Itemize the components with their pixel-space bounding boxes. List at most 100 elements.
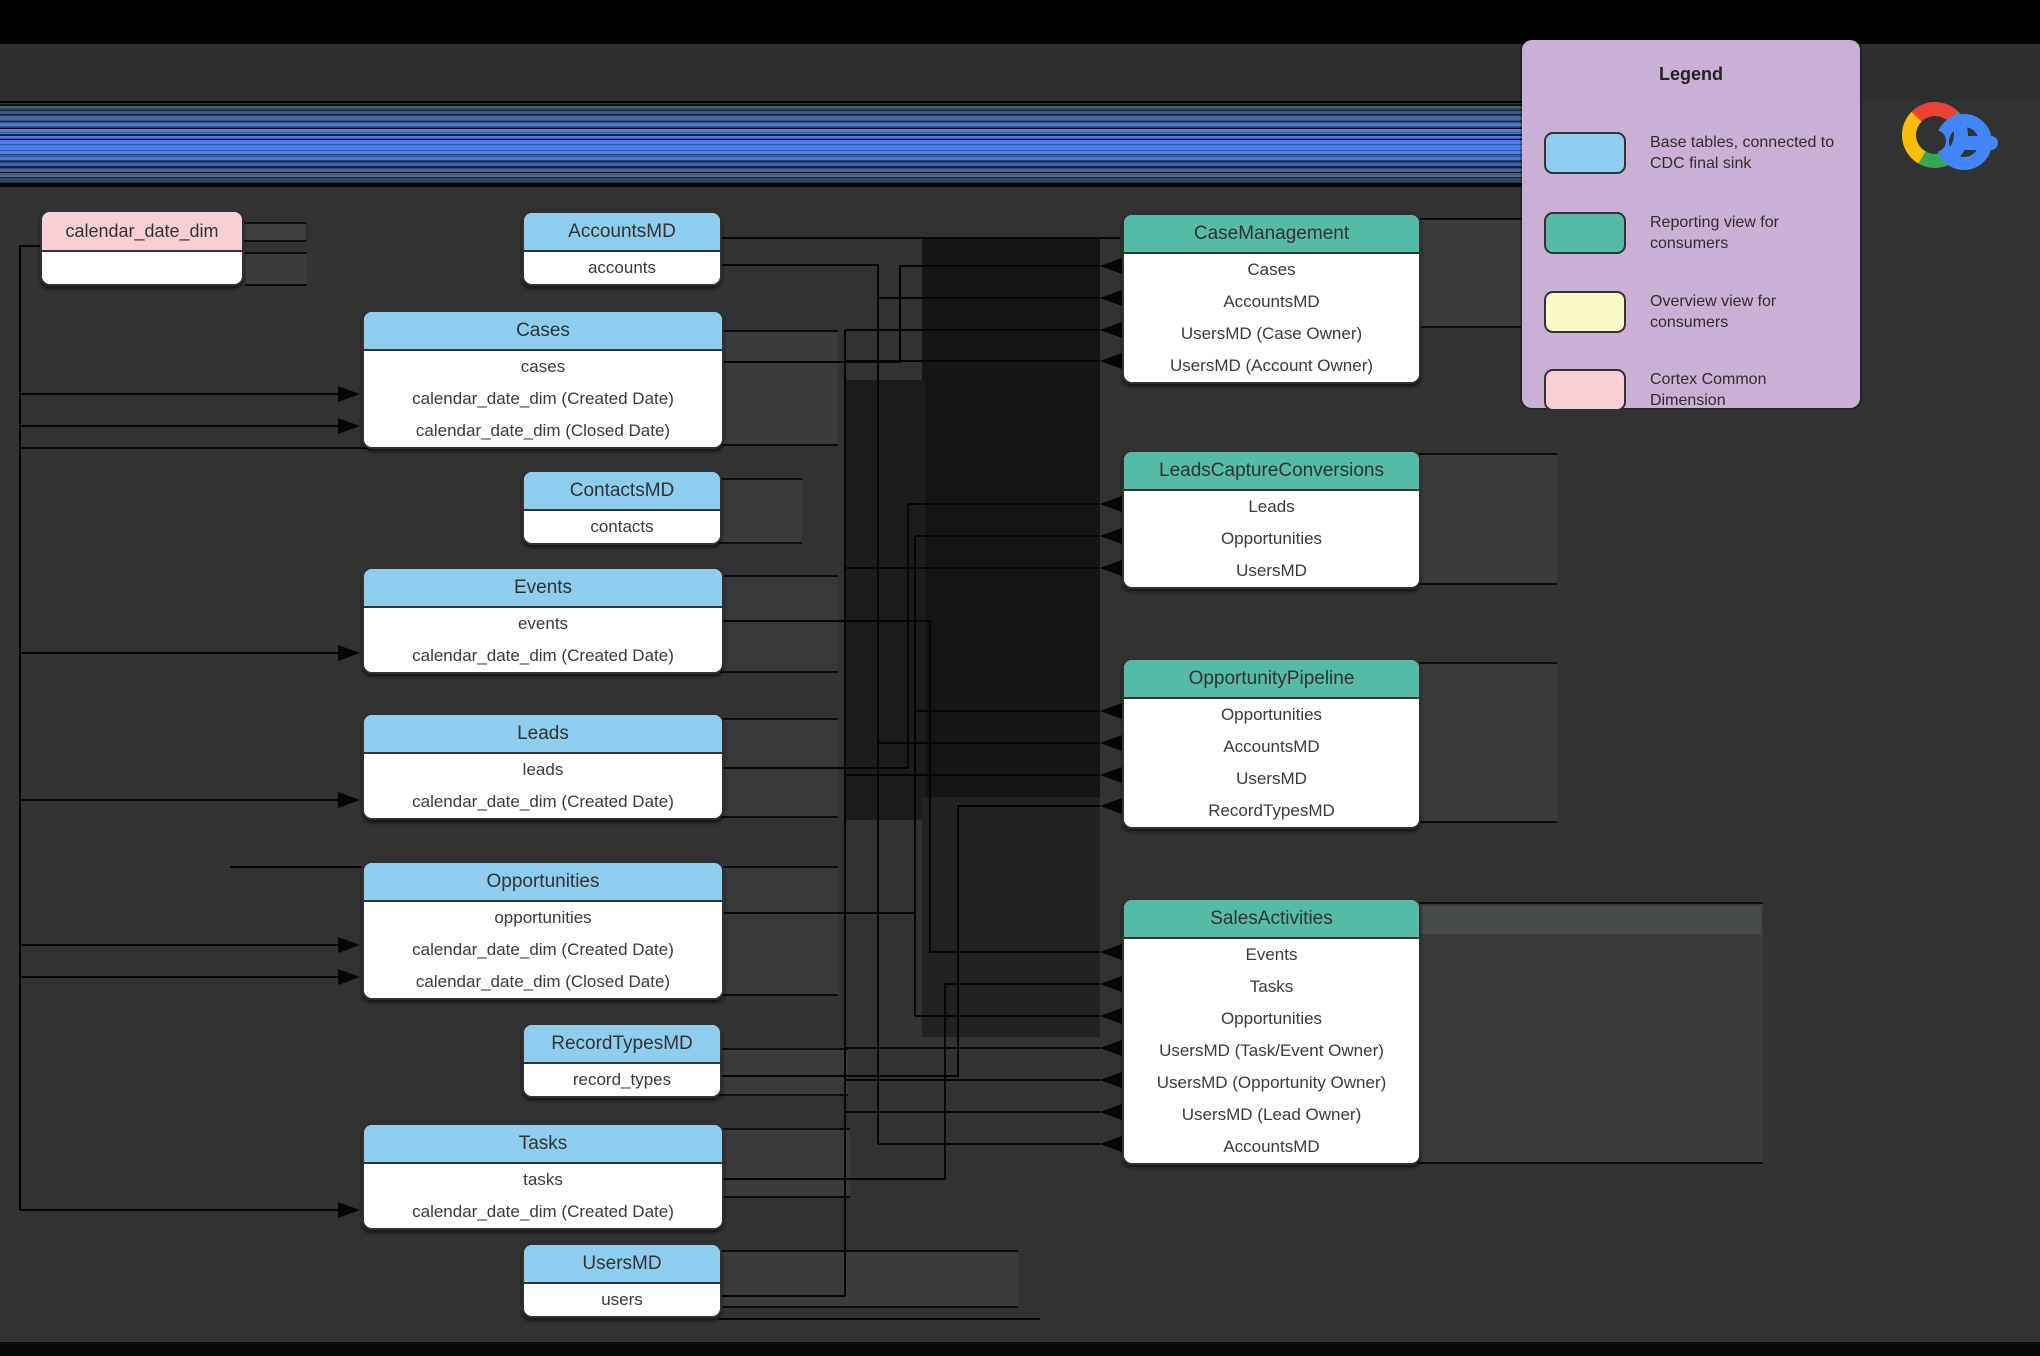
table-accounts-md: AccountsMD accounts	[522, 211, 722, 286]
table-title: SalesActivities	[1124, 900, 1419, 939]
table-row: UsersMD (Opportunity Owner)	[1124, 1067, 1419, 1099]
connector-shadow	[720, 1128, 850, 1198]
view-sales-activities: SalesActivities Events Tasks Opportuniti…	[1122, 898, 1421, 1165]
table-row: Opportunities	[1124, 523, 1419, 555]
connector-shadow	[1417, 453, 1557, 585]
table-row: calendar_date_dim (Closed Date)	[364, 966, 722, 998]
table-title: OpportunityPipeline	[1124, 660, 1419, 699]
table-row: calendar_date_dim (Closed Date)	[364, 415, 722, 447]
table-calendar-date-dim: calendar_date_dim	[40, 210, 244, 286]
top-black-bar	[0, 0, 2040, 44]
legend-item-label: Cortex Common Dimension	[1650, 371, 1767, 409]
table-users-md: UsersMD users	[522, 1243, 722, 1318]
connector-streak	[560, 237, 1120, 239]
table-row: RecordTypesMD	[1124, 795, 1419, 827]
table-title: Opportunities	[364, 863, 722, 902]
table-title: CaseManagement	[1124, 215, 1419, 254]
google-cloud-logo-icon	[1900, 98, 2000, 186]
connector-shadow	[718, 1048, 848, 1096]
table-title: calendar_date_dim	[42, 212, 242, 252]
table-row: UsersMD (Task/Event Owner)	[1124, 1035, 1419, 1067]
common-dimension-swatch	[1544, 369, 1626, 411]
table-events: Events events calendar_date_dim (Created…	[362, 567, 724, 674]
connector-shadow	[1417, 662, 1557, 823]
logo-right-bar	[1958, 136, 1998, 150]
table-row: UsersMD (Lead Owner)	[1124, 1099, 1419, 1131]
table-row: UsersMD (Account Owner)	[1124, 350, 1419, 382]
table-row: AccountsMD	[1124, 286, 1419, 318]
table-tasks: Tasks tasks calendar_date_dim (Created D…	[362, 1123, 724, 1230]
table-row: leads	[364, 754, 722, 786]
table-row: Events	[1124, 939, 1419, 971]
legend-item-label: Base tables, connected to CDC final sink	[1650, 134, 1835, 172]
connector-bundle-dark-mass	[922, 797, 1100, 1037]
table-leads: Leads leads calendar_date_dim (Created D…	[362, 713, 724, 820]
table-row: AccountsMD	[1124, 1131, 1419, 1163]
view-case-management: CaseManagement Cases AccountsMD UsersMD …	[1122, 213, 1421, 384]
table-title: LeadsCaptureConversions	[1124, 452, 1419, 491]
table-row: Opportunities	[1124, 699, 1419, 731]
table-row: cases	[364, 351, 722, 383]
table-row: opportunities	[364, 902, 722, 934]
table-row: calendar_date_dim (Created Date)	[364, 934, 722, 966]
table-row: calendar_date_dim (Created Date)	[364, 786, 722, 818]
bottom-black-bar	[0, 1342, 2040, 1356]
connector-shadow	[1417, 902, 1763, 1164]
table-title: Cases	[364, 312, 722, 351]
connector-shadow	[718, 1250, 1018, 1308]
table-contacts-md: ContactsMD contacts	[522, 470, 722, 545]
table-row: AccountsMD	[1124, 731, 1419, 763]
base-table-swatch	[1544, 132, 1626, 174]
table-opportunities: Opportunities opportunities calendar_dat…	[362, 861, 724, 1000]
table-row: UsersMD	[1124, 763, 1419, 795]
connector-streak	[718, 1318, 1040, 1320]
table-row: UsersMD (Case Owner)	[1124, 318, 1419, 350]
connector-shadow	[1419, 906, 1761, 934]
table-title: AccountsMD	[524, 213, 720, 252]
connector-shadow	[1417, 218, 1521, 328]
table-row: UsersMD	[1124, 555, 1419, 587]
table-title: ContactsMD	[524, 472, 720, 511]
legend-item-label: Overview view for consumers	[1650, 293, 1777, 331]
table-row: calendar_date_dim (Created Date)	[364, 640, 722, 672]
table-title: UsersMD	[524, 1245, 720, 1284]
connector-shadow	[240, 222, 306, 242]
legend-item: Reporting view for consumers	[1544, 212, 1844, 254]
table-row: events	[364, 608, 722, 640]
logo-inner-hook	[1924, 130, 1946, 152]
table-title: RecordTypesMD	[524, 1025, 720, 1064]
table-title: Tasks	[364, 1125, 722, 1164]
connector-shadow	[720, 866, 838, 996]
view-leads-capture-conversions: LeadsCaptureConversions Leads Opportunit…	[1122, 450, 1421, 589]
table-row: Leads	[1124, 491, 1419, 523]
table-cases: Cases cases calendar_date_dim (Created D…	[362, 310, 724, 449]
reporting-view-swatch	[1544, 212, 1626, 254]
connector-shadow	[718, 478, 802, 544]
table-row-empty	[42, 252, 242, 284]
table-row: Cases	[1124, 254, 1419, 286]
view-opportunity-pipeline: OpportunityPipeline Opportunities Accoun…	[1122, 658, 1421, 829]
legend-item: Base tables, connected to CDC final sink	[1544, 132, 1844, 174]
table-row: calendar_date_dim (Created Date)	[364, 383, 722, 415]
table-row: record_types	[524, 1064, 720, 1096]
overview-view-swatch	[1544, 291, 1626, 333]
legend-title: Legend	[1658, 64, 1723, 84]
connector-bundle-dark-mass	[845, 380, 925, 820]
table-title: Events	[364, 569, 722, 608]
connector-streak	[230, 866, 362, 868]
legend-item: Overview view for consumers	[1544, 291, 1844, 333]
table-row: Tasks	[1124, 971, 1419, 1003]
table-row: Opportunities	[1124, 1003, 1419, 1035]
connector-shadow	[245, 252, 307, 286]
table-row: contacts	[524, 511, 720, 543]
connector-bundle-dark-mass	[922, 237, 1100, 797]
table-title: Leads	[364, 715, 722, 754]
table-row: tasks	[364, 1164, 722, 1196]
table-row: users	[524, 1284, 720, 1316]
table-record-types-md: RecordTypesMD record_types	[522, 1023, 722, 1098]
legend-item: Cortex Common Dimension	[1544, 369, 1844, 411]
legend-panel: Legend Base tables, connected to CDC fin…	[1522, 40, 1860, 411]
connector-shadow	[720, 330, 838, 446]
connector-shadow	[720, 575, 838, 673]
